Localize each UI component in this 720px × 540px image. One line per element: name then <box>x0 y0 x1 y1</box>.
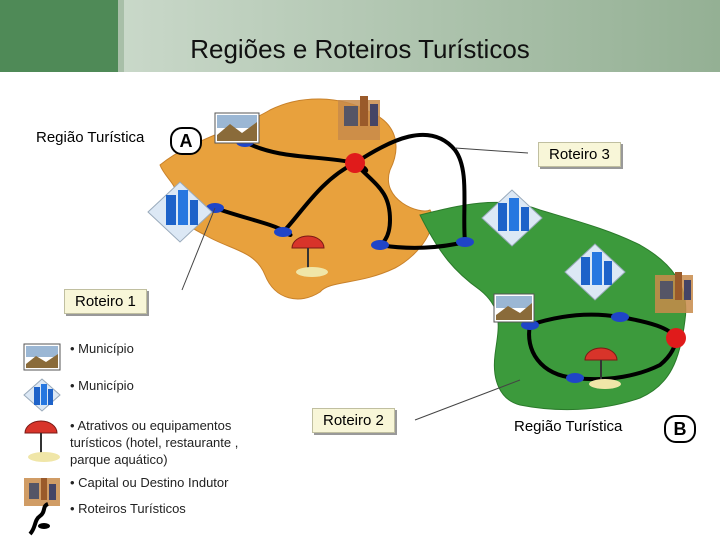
route-line-3 <box>281 161 356 234</box>
legend-item-municipio-buildings: • Município <box>22 377 282 413</box>
header-strip <box>124 0 720 72</box>
legend-text: • Município <box>70 341 134 356</box>
legend-item-atrativos: • Atrativos ou equipamentos turísticos (… <box>22 417 282 468</box>
city-collage-icon <box>338 96 380 140</box>
umbrella-beach-icon <box>584 347 621 389</box>
legend-text: • Roteiros Turísticos <box>70 501 186 516</box>
roteiro-3-label: Roteiro 3 <box>538 142 621 167</box>
roteiro-1-label: Roteiro 1 <box>64 289 147 314</box>
landscape-icon <box>493 293 535 323</box>
leader-roteiro2 <box>414 379 521 421</box>
legend-text: • Atrativos ou equipamentos turísticos (… <box>70 418 239 467</box>
route-node <box>371 240 389 250</box>
buildings-icon <box>481 189 543 247</box>
umbrella-beach-icon <box>24 420 60 462</box>
leader-roteiro1 <box>181 207 216 291</box>
region-a-label: Região Turística <box>36 129 145 146</box>
landscape-icon <box>214 112 260 144</box>
legend-item-municipio-landscape: • Município <box>22 340 282 376</box>
header-green-square <box>0 0 118 72</box>
region-a-letter: A <box>170 127 202 155</box>
buildings-icon <box>23 378 61 412</box>
region-b-letter: B <box>664 415 696 443</box>
route-node <box>456 237 474 247</box>
buildings-icon <box>147 181 213 243</box>
legend-item-roteiros: • Roteiros Turísticos <box>22 500 282 536</box>
region-a-shape <box>159 98 434 300</box>
header-banner <box>0 0 720 72</box>
buildings-icon <box>564 243 626 301</box>
page-title: Regiões e Roteiros Turísticos <box>190 34 530 64</box>
diagram-stage: Região Turística A Roteiro 3 Roteiro 1 R… <box>0 72 720 540</box>
legend-text: • Município <box>70 378 134 393</box>
route-line-8 <box>527 324 678 382</box>
route-node <box>611 312 629 322</box>
umbrella-beach-icon <box>291 235 328 277</box>
city-collage-icon <box>24 478 60 506</box>
capital-node <box>345 153 365 173</box>
diagram-svg <box>147 96 693 421</box>
route-path-icon <box>28 502 50 536</box>
region-b-label: Região Turística <box>514 418 623 435</box>
landscape-icon <box>23 343 61 371</box>
leader-roteiro3 <box>454 147 529 154</box>
legend-item-capital: • Capital ou Destino Indutor <box>22 474 282 510</box>
route-line-4 <box>353 132 467 243</box>
capital-node <box>666 328 686 348</box>
legend-text: • Capital ou Destino Indutor <box>70 475 229 490</box>
roteiro-2-label: Roteiro 2 <box>312 408 395 433</box>
route-node <box>566 373 584 383</box>
city-collage-icon <box>655 272 693 313</box>
region-b-shape <box>419 201 687 411</box>
route-node <box>274 227 292 237</box>
